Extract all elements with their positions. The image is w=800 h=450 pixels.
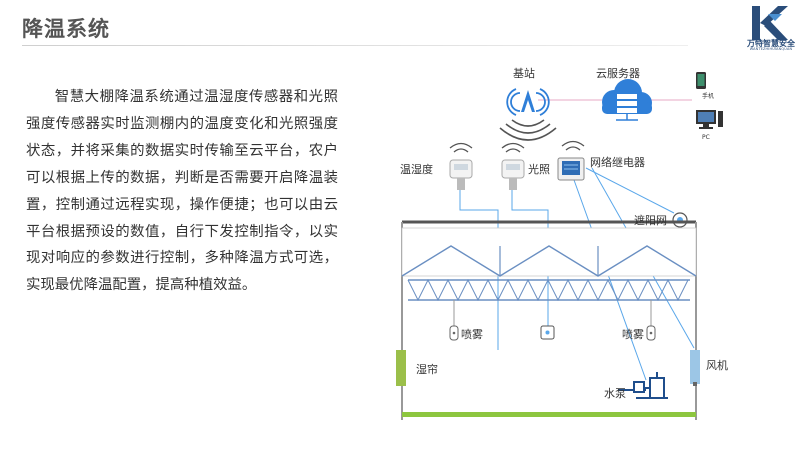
ground-line bbox=[402, 412, 696, 417]
spray-nozzle-right bbox=[646, 300, 656, 341]
greenhouse-frame bbox=[401, 220, 697, 420]
cooling-system-diagram: 基站 云服务器 手机 PC 温湿度 光照 网络继电器 遮阳网 喷雾 喷雾 湿帘 … bbox=[396, 66, 728, 420]
center-sensor bbox=[540, 325, 555, 340]
label-phone: 手机 bbox=[702, 92, 714, 100]
system-description: 智慧大棚降温系统通过温湿度传感器和光照强度传感器实时监测棚内的温度变化和光照强度… bbox=[26, 89, 338, 294]
header-divider bbox=[22, 45, 688, 46]
page-title: 降温系统 bbox=[22, 17, 110, 41]
label-temp-humidity: 温湿度 bbox=[400, 162, 433, 176]
label-fan: 风机 bbox=[706, 358, 728, 372]
wet-curtain bbox=[396, 350, 406, 386]
shade-net-icon bbox=[672, 212, 688, 228]
label-spray-right: 喷雾 bbox=[622, 328, 644, 341]
logo-text: 万特智慧安全 bbox=[747, 39, 795, 48]
label-base-station: 基站 bbox=[513, 66, 535, 80]
label-wet-curtain: 湿帘 bbox=[416, 362, 438, 376]
label-relay: 网络继电器 bbox=[590, 155, 645, 169]
label-shade-net: 遮阳网 bbox=[634, 213, 667, 227]
label-water-pump: 水泵 bbox=[604, 387, 626, 400]
phone-icon bbox=[696, 72, 706, 89]
fan-icon bbox=[690, 350, 700, 386]
label-pc: PC bbox=[702, 134, 710, 141]
header: 降温系统 万特智慧安全 WANTEZHIHUIANQUAN bbox=[0, 0, 800, 51]
pc-icon bbox=[696, 110, 723, 129]
water-pump-icon bbox=[618, 372, 668, 399]
network-relay bbox=[557, 157, 585, 181]
logo-subtext: WANTEZHIHUIANQUAN bbox=[749, 47, 793, 51]
spray-nozzle-left bbox=[449, 300, 459, 341]
company-logo bbox=[752, 6, 788, 40]
wifi-icon bbox=[449, 140, 585, 153]
cloud-server-icon bbox=[602, 79, 652, 121]
relay-shade-line bbox=[585, 167, 675, 214]
label-light: 光照 bbox=[528, 162, 550, 176]
temp-humidity-sensor bbox=[449, 159, 473, 190]
label-cloud-server: 云服务器 bbox=[596, 67, 640, 80]
light-sensor bbox=[501, 159, 525, 190]
label-spray-left: 喷雾 bbox=[461, 328, 483, 341]
base-station bbox=[499, 88, 557, 141]
